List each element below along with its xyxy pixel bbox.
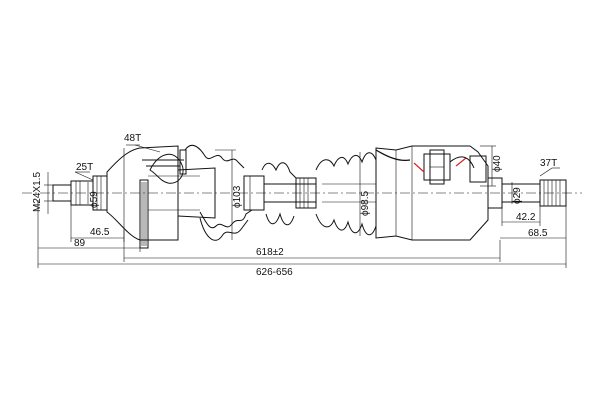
label-dia-29: ϕ29 [512,187,523,204]
outer-boot [184,144,265,241]
label-len-618: 618±2 [256,247,284,258]
inner-boot [315,152,377,236]
right-stub-shaft [487,177,567,209]
label-dia-40: ϕ40 [492,155,503,172]
main-shaft [261,162,317,226]
label-dia-98-5: ϕ98.5 [360,190,371,216]
label-len-89: 89 [74,238,86,249]
label-len-626-656: 626-656 [256,267,293,278]
label-dia-103: ϕ103 [232,185,243,208]
label-dia-59: ϕ59 [89,191,100,208]
label-len-42-2: 42.2 [516,212,536,223]
label-spline-cv: 48T [124,133,141,144]
label-spline-outer: 25T [76,162,93,173]
label-spline-inner: 37T [540,158,557,169]
dimension-lines [37,144,567,268]
left-stub-shaft [52,175,108,211]
label-thread: M24X1.5 [32,172,43,212]
outer-cv-joint [106,145,216,249]
label-len-68-5: 68.5 [528,228,548,239]
dimension-labels: M24X1.5 25T ϕ59 46.5 89 48T ϕ103 618±2 6… [32,133,557,278]
label-len-46-5: 46.5 [90,227,110,238]
